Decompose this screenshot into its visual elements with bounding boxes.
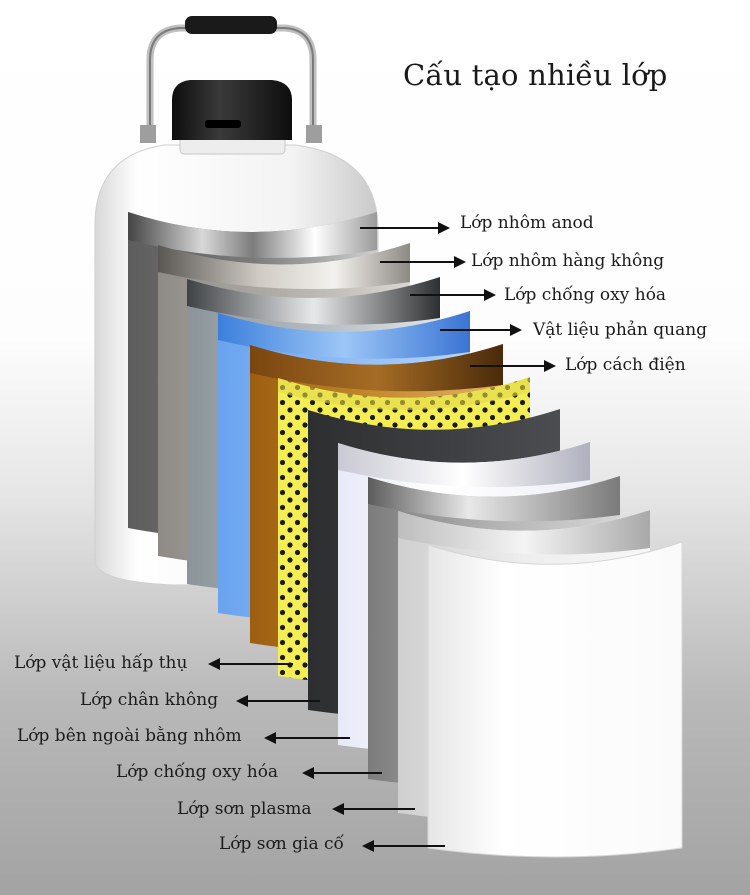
diagram-title: Cấu tạo nhiều lớp <box>403 58 668 92</box>
label-reinforced-coating: Lớp sơn gia cố <box>219 834 344 854</box>
label-anti-oxidation-inner: Lớp chống oxy hóa <box>504 285 667 305</box>
arrows-left <box>208 658 445 852</box>
label-reflective: Vật liệu phản quang <box>533 320 708 340</box>
label-anti-oxidation-outer: Lớp chống oxy hóa <box>116 762 279 782</box>
flask-cap <box>172 80 292 140</box>
label-anod-aluminum: Lớp nhôm anod <box>460 213 594 233</box>
handle-grip <box>185 16 277 34</box>
label-vacuum: Lớp chân không <box>80 690 219 710</box>
layer-reinforced-coating <box>427 541 683 858</box>
label-aviation-aluminum: Lớp nhôm hàng không <box>471 251 665 271</box>
label-insulation: Lớp cách điện <box>565 355 686 375</box>
label-plasma-coating: Lớp sơn plasma <box>177 799 312 819</box>
label-outer-aluminum: Lớp bên ngoài bằng nhôm <box>17 726 242 746</box>
label-absorbent: Lớp vật liệu hấp thụ <box>14 653 188 673</box>
arrows-right <box>360 222 556 372</box>
